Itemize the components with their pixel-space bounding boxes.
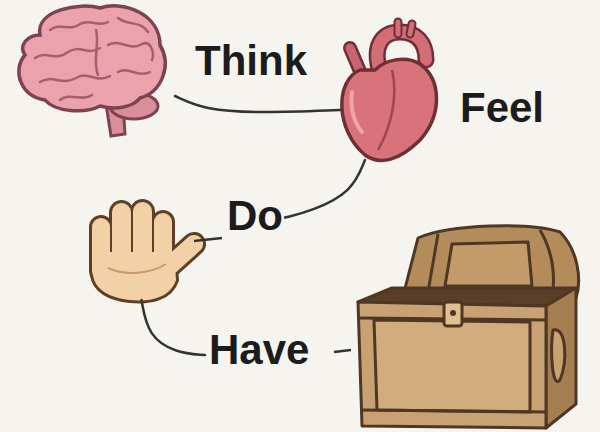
chest-side-ornament bbox=[552, 330, 565, 382]
stage-node: Do bbox=[80, 190, 285, 300]
brain-illustration bbox=[19, 6, 165, 136]
connector-line bbox=[285, 160, 365, 218]
heart-illustration bbox=[342, 22, 437, 160]
brain-fold bbox=[50, 22, 108, 30]
chest-keyhole bbox=[450, 310, 456, 316]
stage-node: Have bbox=[205, 222, 575, 430]
brain-fold bbox=[40, 75, 110, 82]
stage-label: Think bbox=[195, 38, 307, 84]
stage-label: Have bbox=[209, 327, 309, 373]
chest-front bbox=[358, 302, 546, 428]
dash-line bbox=[334, 350, 351, 352]
hand-illustration bbox=[92, 202, 207, 300]
brain-fold bbox=[118, 18, 148, 32]
chest-front-panel bbox=[374, 320, 530, 412]
heart-highlight bbox=[351, 92, 362, 132]
heart-body bbox=[342, 59, 437, 160]
brain-fold bbox=[60, 95, 92, 100]
heart-vessel bbox=[398, 22, 412, 34]
brain-folds bbox=[35, 18, 153, 100]
brain-fold bbox=[118, 70, 150, 73]
brain-fold bbox=[108, 43, 153, 60]
chest-lock bbox=[444, 302, 462, 326]
dash-line bbox=[194, 238, 222, 241]
hand-crease bbox=[108, 264, 166, 273]
heart-vessel bbox=[398, 22, 412, 34]
chest-side bbox=[546, 288, 576, 428]
hand-fill bbox=[92, 202, 207, 300]
chest-lid-band bbox=[428, 230, 554, 296]
stage-node: Think bbox=[15, 5, 175, 135]
brain-fold bbox=[35, 48, 100, 58]
connector-line bbox=[142, 300, 206, 355]
stage-label: Do bbox=[227, 193, 283, 239]
connector-line bbox=[175, 96, 340, 112]
chest-illustration bbox=[358, 226, 579, 428]
brain-cortex bbox=[19, 6, 165, 111]
stage-node: Feel bbox=[340, 25, 440, 160]
brain-fold bbox=[96, 30, 98, 75]
stage-label: Feel bbox=[460, 85, 544, 131]
chest-lid-panel bbox=[445, 242, 532, 286]
hand-outline bbox=[92, 202, 207, 300]
chest-band bbox=[360, 318, 546, 412]
heart-groove bbox=[378, 70, 394, 150]
